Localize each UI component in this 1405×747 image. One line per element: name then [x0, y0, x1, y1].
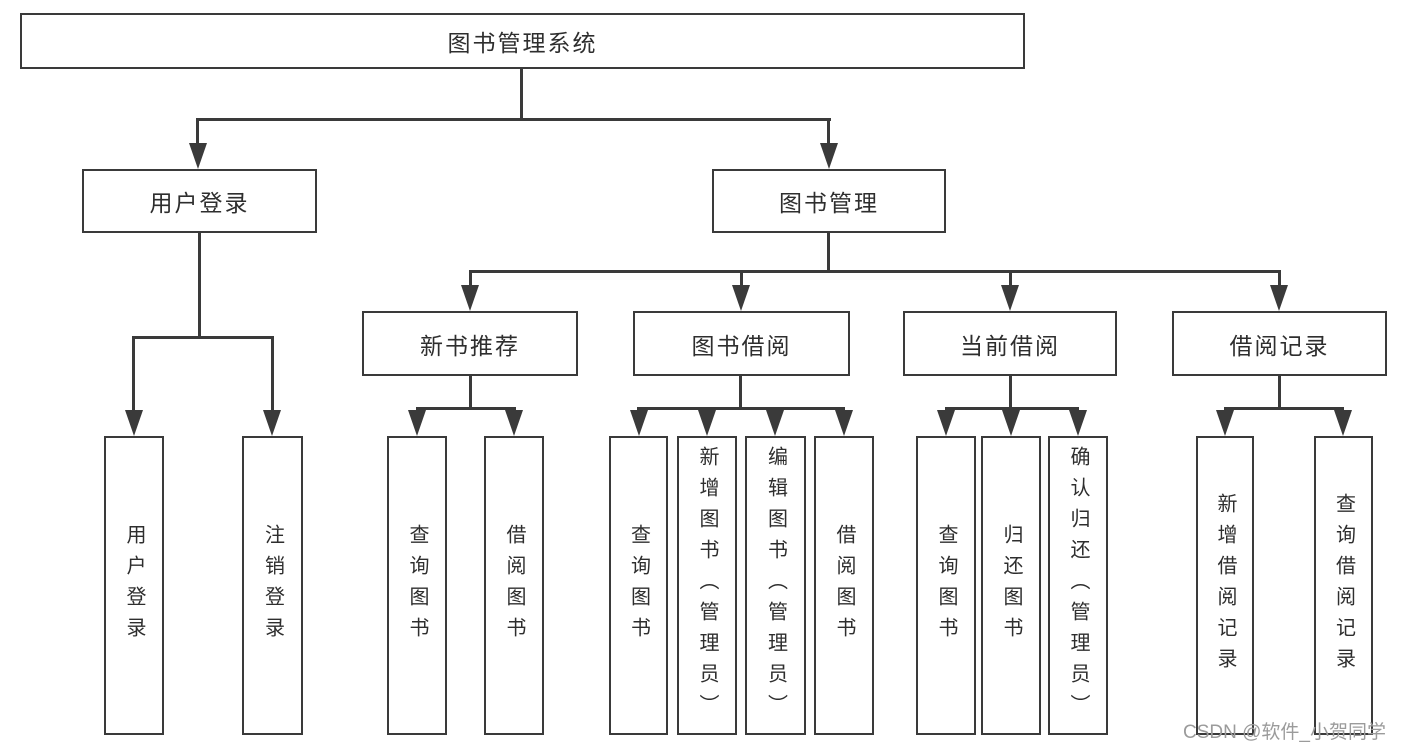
arrow-down-icon [189, 143, 207, 169]
arrow-down-icon [630, 410, 648, 436]
node-current-borrow: 当前借阅 [903, 311, 1117, 376]
connector-drop-borrow-records [1278, 270, 1281, 286]
leaf-logout: 注销登录 [242, 436, 303, 735]
arrow-down-icon [732, 285, 750, 311]
leaf-query-borrow-record-label: 查询借阅记录 [1332, 492, 1355, 679]
connector-new-book-splitter [416, 407, 516, 410]
connector-new-book-stem [469, 376, 472, 407]
connector-drop-leaf-user-login [132, 336, 135, 411]
arrow-down-icon [125, 410, 143, 436]
connector-drop-book-borrow [740, 270, 743, 286]
arrow-down-icon [766, 410, 784, 436]
leaf-query-books-recommend: 查询图书 [387, 436, 447, 735]
node-root: 图书管理系统 [20, 13, 1025, 69]
arrow-down-icon [263, 410, 281, 436]
node-borrow-records-label: 借阅记录 [1229, 332, 1330, 359]
leaf-return-book-label: 归还图书 [1000, 523, 1022, 648]
arrow-down-icon [505, 410, 523, 436]
arrow-down-icon [835, 410, 853, 436]
leaf-borrow-books-label: 借阅图书 [833, 523, 855, 648]
node-root-label: 图书管理系统 [447, 30, 598, 56]
leaf-add-borrow-record: 新增借阅记录 [1196, 436, 1254, 735]
node-current-borrow-label: 当前借阅 [960, 332, 1060, 359]
connector-borrow-records-splitter [1224, 407, 1344, 410]
node-user-login-label: 用户登录 [149, 190, 250, 216]
connector-user-login-splitter [133, 336, 274, 339]
leaf-query-books-recommend-label: 查询图书 [406, 523, 428, 648]
leaf-user-login-label: 用户登录 [123, 523, 145, 648]
connector-drop-current-borrow [1009, 270, 1012, 286]
arrow-down-icon [1216, 410, 1234, 436]
leaf-edit-book-admin-label: 编辑图书（管理员） [764, 446, 787, 725]
connector-user-login-stem [198, 233, 201, 336]
leaf-confirm-return-admin: 确认归还（管理员） [1048, 436, 1108, 735]
leaf-query-books-current: 查询图书 [916, 436, 976, 735]
connector-current-borrow-stem [1009, 376, 1012, 407]
leaf-return-book: 归还图书 [981, 436, 1041, 735]
leaf-logout-label: 注销登录 [261, 523, 284, 648]
connector-book-borrow-splitter [637, 407, 845, 410]
connector-book-mgmt-stem [827, 233, 830, 272]
connector-drop-user-login [196, 118, 199, 145]
arrow-down-icon [1069, 410, 1087, 436]
arrow-down-icon [408, 410, 426, 436]
arrow-down-icon [698, 410, 716, 436]
arrow-down-icon [1270, 285, 1288, 311]
watermark-text: CSDN @软件_小贺同学 [1183, 722, 1386, 743]
node-book-borrow-label: 图书借阅 [691, 332, 792, 359]
connector-drop-book-mgmt [827, 118, 830, 145]
leaf-borrow-books-recommend-label: 借阅图书 [503, 523, 525, 648]
leaf-edit-book-admin: 编辑图书（管理员） [745, 436, 806, 735]
connector-root-splitter [197, 118, 831, 121]
node-book-management: 图书管理 [712, 169, 946, 233]
leaf-query-books-borrow-label: 查询图书 [627, 523, 650, 648]
leaf-add-book-admin: 新增图书（管理员） [677, 436, 737, 735]
arrow-down-icon [461, 285, 479, 311]
connector-borrow-records-stem [1278, 376, 1281, 407]
node-new-book-recommend-label: 新书推荐 [420, 332, 520, 359]
connector-book-mgmt-splitter [469, 270, 1281, 273]
node-user-login: 用户登录 [82, 169, 317, 233]
arrow-down-icon [1002, 410, 1020, 436]
leaf-add-borrow-record-label: 新增借阅记录 [1214, 492, 1236, 679]
leaf-borrow-books: 借阅图书 [814, 436, 874, 735]
connector-root-stem [520, 69, 523, 118]
node-borrow-records: 借阅记录 [1172, 311, 1387, 376]
leaf-user-login: 用户登录 [104, 436, 164, 735]
leaf-borrow-books-recommend: 借阅图书 [484, 436, 544, 735]
leaf-query-borrow-record: 查询借阅记录 [1314, 436, 1373, 735]
leaf-confirm-return-admin-label: 确认归还（管理员） [1067, 446, 1089, 725]
arrow-down-icon [1001, 285, 1019, 311]
arrow-down-icon [937, 410, 955, 436]
arrow-down-icon [820, 143, 838, 169]
node-book-management-label: 图书管理 [779, 190, 879, 216]
node-book-borrow: 图书借阅 [633, 311, 850, 376]
node-new-book-recommend: 新书推荐 [362, 311, 578, 376]
arrow-down-icon [1334, 410, 1352, 436]
leaf-query-books-borrow: 查询图书 [609, 436, 668, 735]
connector-book-borrow-stem [739, 376, 742, 407]
leaf-add-book-admin-label: 新增图书（管理员） [696, 446, 718, 725]
connector-current-borrow-splitter [945, 407, 1079, 410]
leaf-query-books-current-label: 查询图书 [935, 523, 957, 648]
connector-drop-new-book [469, 270, 472, 286]
connector-drop-leaf-logout [271, 336, 274, 411]
